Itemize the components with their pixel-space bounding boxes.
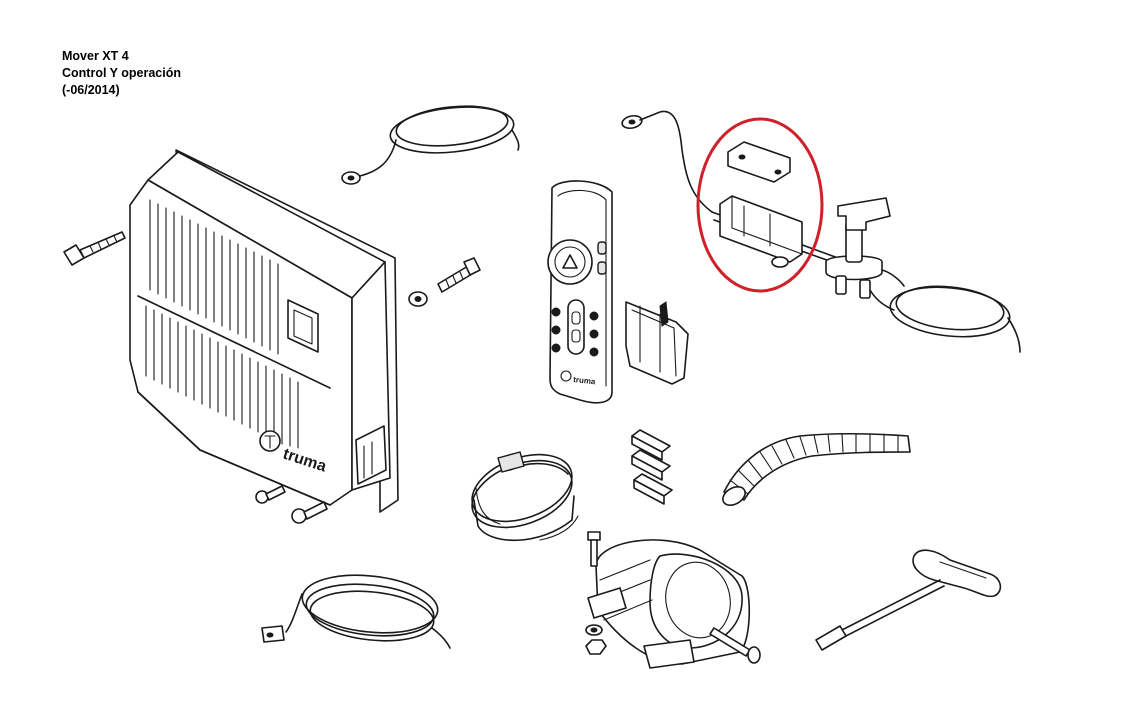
title-section: Control Y operación [62,66,182,80]
remote-holder [625,301,689,385]
title-block: Mover XT 4 Control Y operación (-06/2014… [62,48,181,99]
control-unit: truma [129,149,399,513]
title-model: Mover XT 4 [62,49,129,63]
t-handle-tool [815,549,1002,651]
hose-clamps [471,451,579,542]
cable-coil-top [341,105,520,185]
drive-motor [585,531,761,669]
screw-small-2 [291,501,328,524]
corrugated-tube [722,432,911,506]
battery-cable-isolator [621,110,1021,353]
remote-brand-logo: truma [573,375,597,386]
fuse-set [631,429,673,505]
highlight-ellipse [696,117,824,293]
remote-control: truma [547,180,613,404]
screw-right-washer [408,257,481,307]
screw-small-1 [255,485,286,504]
title-date: (-06/2014) [62,83,120,97]
cable-coil-bottom [261,574,451,649]
screw-left-large [63,231,126,266]
